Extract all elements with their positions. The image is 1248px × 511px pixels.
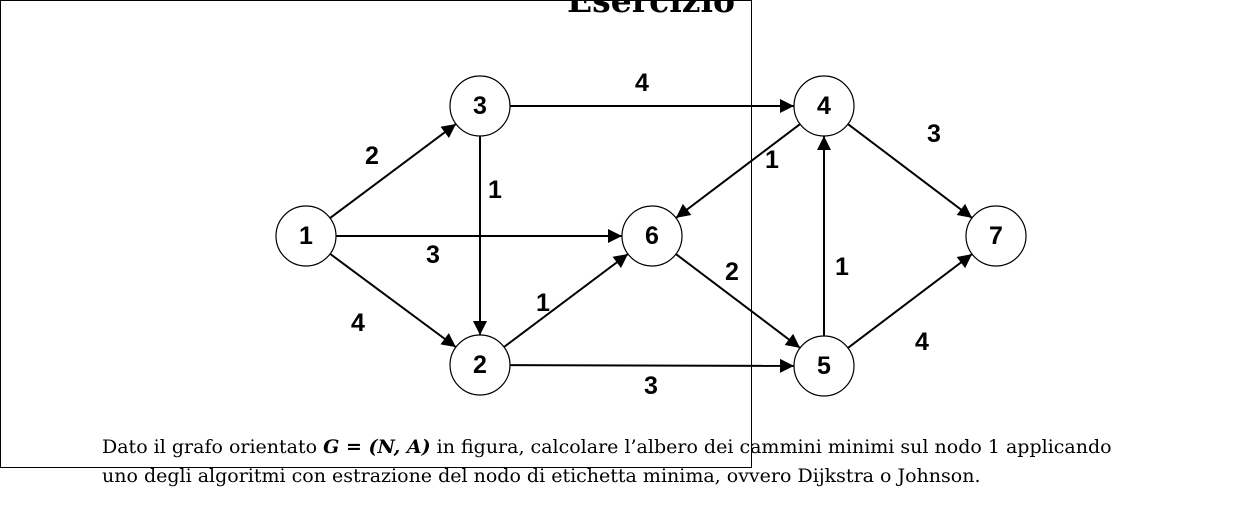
edge-5-7	[847, 253, 973, 349]
edge-weight-1-3: 2	[365, 142, 379, 170]
node-7: 7	[965, 205, 1027, 267]
exercise-frame: Esercizio	[0, 0, 752, 468]
edge-weight-1-2: 4	[351, 309, 365, 337]
node-5: 5	[793, 335, 855, 397]
text-line-1-prefix: Dato il grafo orientato	[102, 436, 324, 458]
node-label: 3	[473, 92, 487, 120]
edge-6-5	[675, 253, 801, 349]
text-line-1-suffix: in figura, calcolare l’albero dei cammin…	[430, 436, 1112, 458]
node-2: 2	[449, 334, 511, 396]
edge-1-2	[329, 253, 457, 348]
edge-4-7	[847, 123, 973, 219]
edge-weight-3-4: 4	[635, 69, 649, 97]
text-line-2: uno degli algoritmi con estrazione del n…	[102, 465, 981, 487]
node-label: 5	[817, 352, 831, 380]
edge-weight-1-6: 3	[426, 241, 440, 269]
node-circle	[965, 205, 1027, 267]
node-label: 1	[299, 222, 313, 250]
edge-weight-5-4: 1	[835, 253, 849, 281]
page-title: Esercizio	[567, 0, 736, 20]
graph-diagram: 1 2 3 4 5 6 7 2 3 4 4 1 1 3 1 3 2 1 4	[275, 69, 1027, 400]
text-line-1: Dato il grafo orientato G = (N, A) in fi…	[102, 433, 1212, 462]
node-label: 4	[817, 92, 831, 120]
edge-4-6	[675, 123, 801, 219]
node-circle	[621, 205, 683, 267]
node-label: 7	[989, 222, 1003, 250]
graph-formula: G = (N, A)	[323, 436, 431, 458]
node-circle	[793, 335, 855, 397]
node-6: 6	[621, 205, 683, 267]
edge-1-3	[329, 123, 457, 219]
node-label: 6	[645, 222, 659, 250]
node-4: 4	[793, 75, 855, 137]
edge-weight-4-6: 1	[765, 146, 779, 174]
node-circle	[275, 205, 337, 267]
node-circle	[449, 75, 511, 137]
edge-weight-2-5: 3	[644, 372, 658, 400]
edge-weight-2-6: 1	[536, 289, 550, 317]
edge-weight-5-7: 4	[915, 328, 929, 356]
edge-weight-6-5: 2	[725, 258, 739, 286]
node-label: 2	[473, 351, 487, 379]
exercise-text: Dato il grafo orientato G = (N, A) in fi…	[102, 433, 1212, 491]
edge-weight-3-2: 1	[488, 176, 502, 204]
edge-2-5	[509, 358, 795, 373]
node-circle	[793, 75, 855, 137]
node-circle	[449, 334, 511, 396]
edge-weight-4-7: 3	[927, 120, 941, 148]
node-1: 1	[275, 205, 337, 267]
edge-2-6	[503, 253, 629, 348]
node-3: 3	[449, 75, 511, 137]
